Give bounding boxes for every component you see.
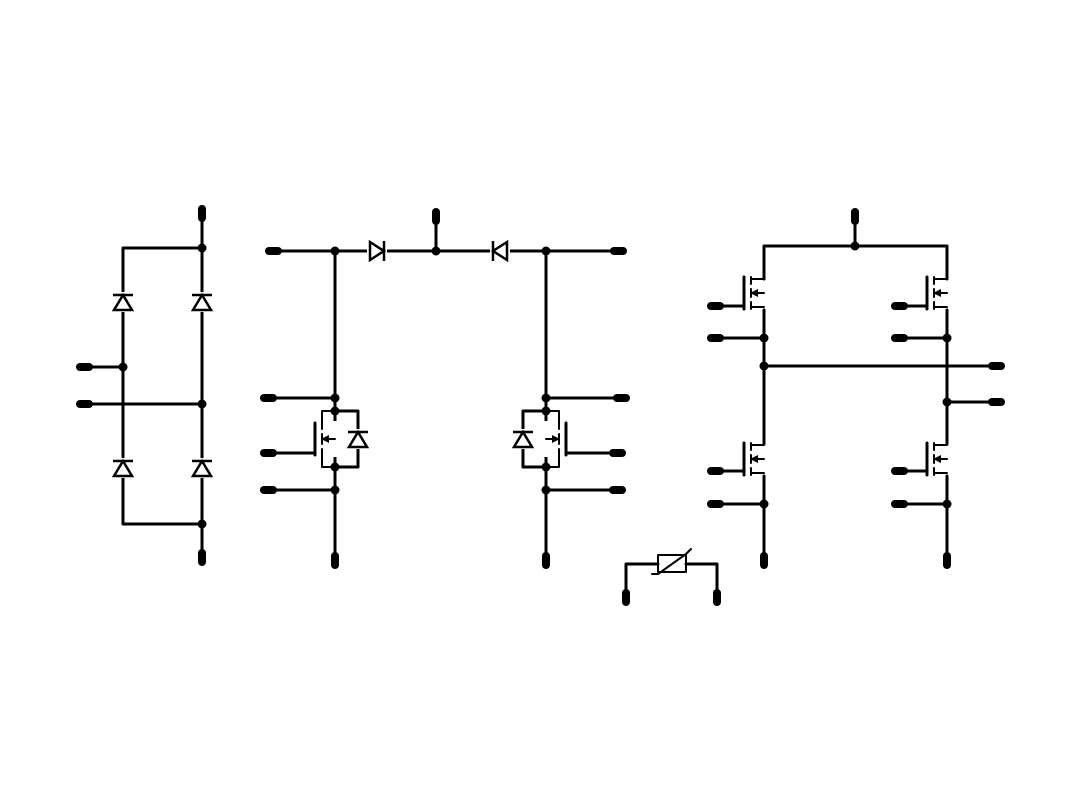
junction-dot (541, 485, 551, 495)
mosfet-symbol (896, 275, 948, 311)
junction-dot (118, 362, 128, 372)
junction-dot (197, 399, 207, 409)
diode-symbol (111, 292, 135, 312)
junction-dot (541, 246, 551, 256)
junction-dot (942, 333, 952, 343)
junction-dot (330, 246, 340, 256)
diode-symbol (346, 429, 370, 449)
wire (121, 246, 204, 526)
diode-symbol (190, 292, 214, 312)
mosfet-symbol (713, 441, 765, 477)
junction-dot (942, 499, 952, 509)
junction-dot (541, 393, 551, 403)
bridgeless-pfc-stage (260, 208, 630, 569)
junction-dot (431, 246, 441, 256)
junction-dot (330, 393, 340, 403)
diode-bridge-rectifier (76, 205, 214, 566)
diode-symbol (367, 239, 387, 263)
diode-symbol (190, 458, 214, 478)
junction-dot (759, 361, 769, 371)
wire (762, 244, 949, 281)
mosfet-symbol (266, 406, 360, 472)
mosfet-symbol (713, 275, 765, 311)
mosfet-symbol (521, 406, 615, 472)
junction-dot (759, 333, 769, 343)
junction-dot (942, 397, 952, 407)
junction-dot (197, 519, 207, 529)
junction-dot (850, 241, 860, 251)
varistor-symbol (622, 548, 721, 606)
full-bridge-inverter (707, 208, 1005, 569)
mosfet-symbol (896, 441, 948, 477)
diode-symbol (490, 239, 510, 263)
diode-symbol (111, 458, 135, 478)
junction-dot (330, 485, 340, 495)
diode-symbol (511, 429, 535, 449)
junction-dot (197, 243, 207, 253)
junction-dot (759, 499, 769, 509)
